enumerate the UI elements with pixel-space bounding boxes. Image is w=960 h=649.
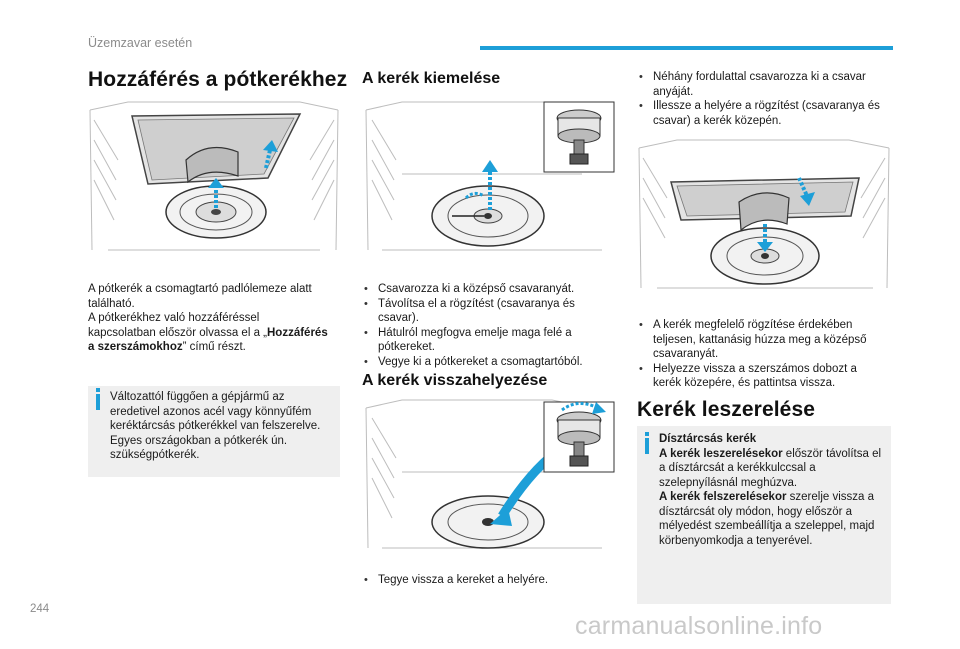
watermark: carmanualsonline.info bbox=[575, 612, 823, 640]
info-label: A kerék felszerelésekor bbox=[659, 491, 787, 503]
text-line: eredetivel azonos acél vagy könnyűfém bbox=[110, 405, 312, 418]
list-item: Távolítsa el a rögzítést (csavaranya és … bbox=[362, 297, 612, 326]
text-segment: ” című részt. bbox=[182, 341, 246, 353]
info-label: A kerék leszerelésekor bbox=[659, 447, 783, 460]
list-item: Illessze a helyére a rögzítést (csavaran… bbox=[637, 99, 887, 128]
text-segment: kapcsolatban először olvassa el a „ bbox=[88, 326, 267, 339]
illustration-lift-wheel bbox=[362, 100, 617, 260]
header-accent-bar bbox=[480, 46, 893, 50]
info-icon bbox=[645, 432, 649, 454]
page-number: 244 bbox=[30, 603, 50, 615]
cross-reference: a szerszámokhoz bbox=[88, 341, 183, 353]
steps-wheel-removal: Csavarozza ki a középső csavaranyát. Táv… bbox=[362, 282, 612, 369]
illustration-trunk-floor-open bbox=[88, 100, 340, 258]
steps-unscrew-nut: Néhány fordulattal csavarozza ki a csava… bbox=[637, 70, 887, 128]
text-line: A pótkerék a csomagtartó padlólemeze ala… bbox=[88, 283, 312, 295]
steps-wheel-refit: Tegye vissza a kereket a helyére. bbox=[362, 573, 612, 588]
illustration-secure-wheel bbox=[637, 138, 892, 298]
text-segment: először távolítsa el a dísztárcsát a ker… bbox=[659, 447, 882, 489]
text-line: kapcsolatban először olvassa el a „Hozzá… bbox=[88, 326, 346, 341]
text-line: szükségpótkerék. bbox=[110, 449, 200, 461]
text-line: keréktárcsás pótkerékkel van felszerelve… bbox=[110, 420, 321, 432]
cross-reference: Hozzáférés bbox=[267, 326, 328, 339]
heading-spare-wheel-access: Hozzáférés a pótkerékhez bbox=[88, 68, 348, 91]
steps-tighten-and-replace: A kerék megfelelő rögzítése érdekében te… bbox=[637, 318, 887, 391]
list-item: Csavarozza ki a középső csavaranyát. bbox=[362, 282, 612, 297]
text-line: Egyes országokban a pótkerék ún. bbox=[110, 434, 288, 447]
info-box-hubcap: Dísztárcsás kerék A kerék leszerelésekor… bbox=[637, 426, 891, 604]
list-item: Vegye ki a pótkereket a csomagtartóból. bbox=[362, 355, 612, 370]
info-paragraph-fit: A kerék felszerelésekor szerelje vissza … bbox=[659, 490, 885, 548]
section-header: Üzemzavar esetén bbox=[88, 36, 193, 50]
list-item: Tegye vissza a kereket a helyére. bbox=[362, 573, 612, 588]
heading-wheel-removal: A kerék kiemelése bbox=[362, 70, 501, 87]
illustration-place-wheel bbox=[362, 398, 617, 558]
info-box-variants: Változattól függően a gépjármű az eredet… bbox=[88, 386, 340, 477]
heading-wheel-refit: A kerék visszahelyezése bbox=[362, 372, 548, 389]
text-line: A pótkerékhez való hozzáféréssel bbox=[88, 312, 260, 324]
heading-wheel-dismount: Kerék leszerelése bbox=[637, 398, 816, 421]
text-line: található. bbox=[88, 297, 135, 310]
text-line: Változattól függően a gépjármű az bbox=[110, 391, 285, 403]
info-icon bbox=[96, 388, 100, 410]
info-heading: Dísztárcsás kerék bbox=[659, 433, 757, 445]
text-segment: szerelje vissza a dísztárcsát oly módon,… bbox=[659, 491, 875, 547]
info-paragraph-remove: A kerék leszerelésekor először távolítsa… bbox=[659, 447, 885, 491]
paragraph-spare-location: A pótkerék a csomagtartó padlólemeze ala… bbox=[88, 282, 346, 355]
list-item: Néhány fordulattal csavarozza ki a csava… bbox=[637, 70, 887, 99]
list-item: A kerék megfelelő rögzítése érdekében te… bbox=[637, 318, 887, 362]
text-line: a szerszámokhoz” című részt. bbox=[88, 340, 346, 355]
list-item: Hátulról megfogva emelje maga felé a pót… bbox=[362, 326, 612, 355]
list-item: Helyezze vissza a szerszámos dobozt a ke… bbox=[637, 362, 887, 391]
